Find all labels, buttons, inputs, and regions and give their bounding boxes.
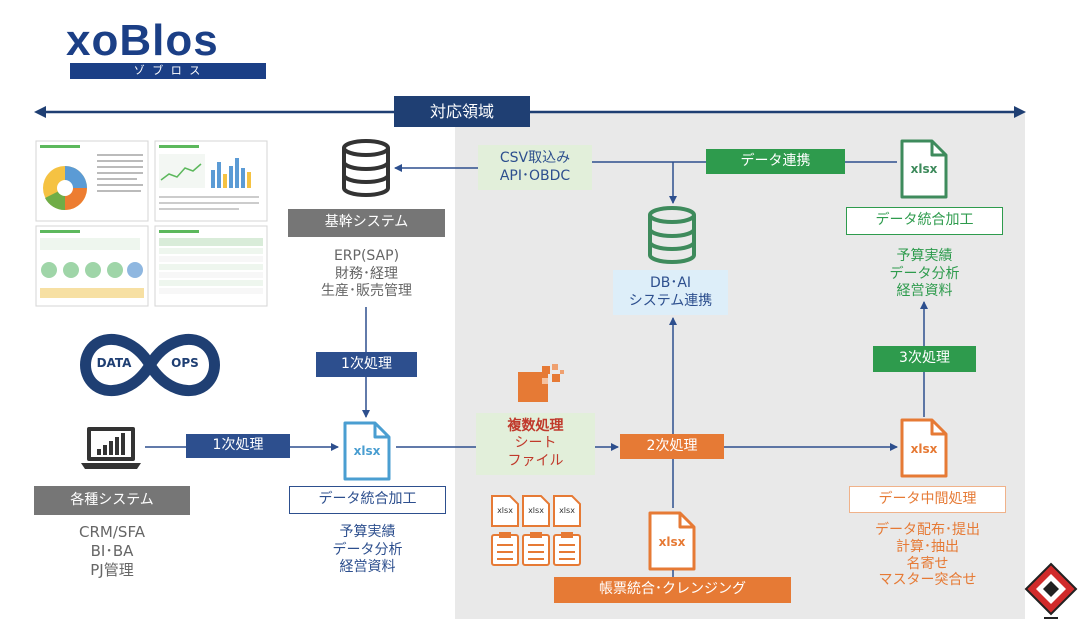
dataops-infinity-logo: DATA OPS [80,330,220,400]
xlsx-file-icon-small-2: xlsx [521,494,551,528]
multi-process-title: 複数処理 [507,417,564,434]
cleansing-box: 帳票統合･クレンジング [554,577,791,603]
core-file-header: データ統合加工 [289,486,446,514]
xlsx-text-mid: xlsx [910,442,938,456]
logo-wordmark: xoBlos [66,16,219,65]
multi-process-box: 複数処理 シート ファイル [476,413,595,475]
source-systems-list: CRM/SFA BI･BA PJ管理 [79,523,145,579]
xlsx-file-icon-small-1: xlsx [490,494,520,528]
xlsx-file-icon-small-3: xlsx [552,494,582,528]
core-file-list: 予算実績 データ分析 経営資料 [332,524,403,575]
laptop-icon [79,425,143,471]
clipboard-icon-2 [521,531,551,567]
report-thumbnails [35,140,270,308]
infinity-ops-text: OPS [171,356,199,370]
source-systems-header: 各種システム [34,486,190,515]
third-process-label: 3次処理 [873,346,976,372]
top-file-header: データ統合加工 [846,207,1003,235]
xlsx-file-icon-top: xlsx [899,138,949,200]
clipboard-icon-1 [490,531,520,567]
xlsx-file-icon-center: xlsx [647,510,697,572]
xlsx-file-icon-core: xlsx [342,420,392,482]
logo-kana: ゾ ブ ロ ス [70,63,266,79]
multi-process-items: シート ファイル [507,435,564,469]
csv-api-box: CSV取込み API･OBDC [478,145,592,190]
first-process-label-left: 1次処理 [186,434,290,458]
db-ai-box: DB･AI システム連携 [613,270,728,315]
top-file-list: 予算実績 データ分析 経営資料 [889,248,960,299]
clipboard-icon-3 [552,531,582,567]
mid-process-header: データ中間処理 [849,486,1006,513]
corner-emblem-icon [1024,562,1078,622]
core-system-list: ERP(SAP) 財務･経理 生産･販売管理 [321,248,412,299]
xlsx-text-core: xlsx [353,444,381,458]
database-icon-core [340,138,392,198]
xlsx-small-text-2: xlsx [528,506,544,515]
mid-process-list: データ配布･提出 計算･抽出 名寄せ マスター突合せ [875,522,980,589]
xlsx-text-top: xlsx [910,162,938,176]
xlsx-text-center: xlsx [658,535,686,549]
first-process-label-core: 1次処理 [316,352,417,377]
xlsx-file-icon-mid: xlsx [899,417,949,479]
multi-process-icon [516,360,566,406]
data-link-label: データ連携 [706,149,845,174]
core-system-header: 基幹システム [288,209,445,237]
logo: xoBlos ゾ ブ ロ ス [66,18,266,80]
xlsx-small-text-3: xlsx [559,506,575,515]
database-icon-center [646,205,698,265]
second-process-label: 2次処理 [620,434,724,459]
scope-label: 対応領域 [394,96,530,127]
xlsx-small-text-1: xlsx [497,506,513,515]
infinity-data-text: DATA [96,356,132,370]
